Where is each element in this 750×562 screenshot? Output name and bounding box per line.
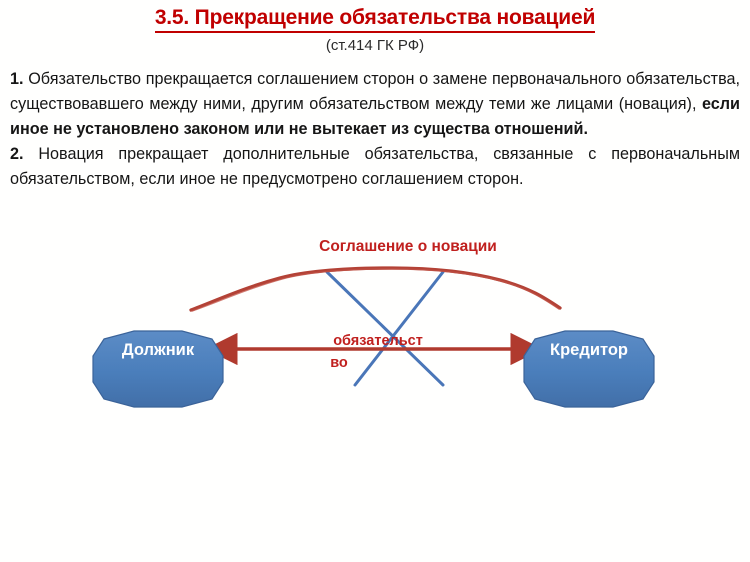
node-debtor-shape [92, 330, 224, 408]
novation-diagram: Должник Кредитор Соглашение о новации об… [0, 228, 750, 408]
paragraph-1-text: Обязательство прекращается соглашением с… [10, 70, 740, 113]
paragraph-1-emphasis: если иное не установлено законом или не … [10, 95, 740, 138]
page-subtitle: (ст.414 ГК РФ) [325, 37, 425, 55]
obligation-label-line2: во [330, 355, 348, 371]
novation-agreement-curve [189, 266, 562, 312]
cross-line-down-right [325, 270, 445, 387]
cross-line-down-left [353, 270, 445, 387]
node-creditor-shape [523, 330, 655, 408]
paragraph-2-text: Новация прекращает дополнительные обязат… [10, 145, 740, 188]
node-debtor[interactable]: Должник [92, 330, 224, 408]
agreement-label: Соглашение о новации [319, 238, 497, 255]
paragraph-1: 1. Обязательство прекращается соглашение… [10, 67, 740, 142]
paragraph-2-number: 2. [10, 145, 24, 163]
obligation-label-line1: обязательст [333, 333, 423, 349]
title-block: 3.5. Прекращение обязательства новацией … [0, 6, 750, 55]
paragraph-1-number: 1. [10, 70, 24, 88]
node-creditor-label: Кредитор [550, 341, 628, 359]
node-debtor-label: Должник [122, 341, 195, 359]
body-text: 1. Обязательство прекращается соглашение… [10, 67, 740, 192]
novation-agreement-curve-texture [191, 268, 560, 312]
crossing-lines-group [325, 270, 445, 387]
paragraph-2: 2. Новация прекращает дополнительные обя… [10, 142, 740, 192]
node-creditor[interactable]: Кредитор [523, 330, 655, 408]
page-title: 3.5. Прекращение обязательства новацией [154, 6, 595, 34]
